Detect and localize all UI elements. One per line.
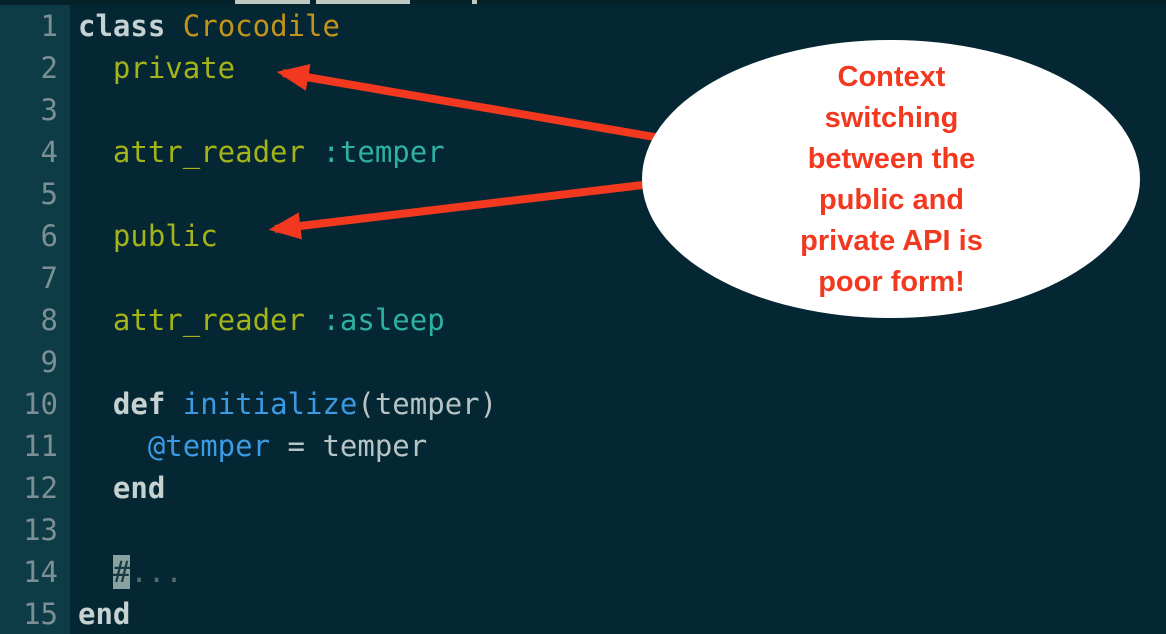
tab-bar-sliver <box>0 0 1166 5</box>
line-number: 11 <box>23 429 58 463</box>
code-text: @temper = temper <box>147 429 428 463</box>
code-text: def initialize(temper) <box>112 387 498 421</box>
line-number: 13 <box>23 513 58 547</box>
line-number: 5 <box>40 177 58 211</box>
line-number: 7 <box>40 261 58 295</box>
code-line: 6 public <box>0 215 1166 257</box>
code-text: public <box>112 219 218 253</box>
code-line: 5 <box>0 173 1166 215</box>
line-number: 4 <box>40 135 58 169</box>
line-number: 15 <box>23 597 58 631</box>
line-number: 2 <box>40 51 58 85</box>
balloon-text-line: private API is <box>800 225 983 257</box>
code-line: 8 attr_reader :asleep <box>0 299 1166 341</box>
line-number: 3 <box>40 93 58 127</box>
balloon-text-line: poor form! <box>818 266 965 298</box>
line-number: 12 <box>23 471 58 505</box>
code-text: end <box>112 471 166 505</box>
code-line: 14 #... <box>0 551 1166 593</box>
code-line: 15 end <box>0 593 1166 634</box>
tab-bottom-edge <box>316 0 410 4</box>
code-line: 13 <box>0 509 1166 551</box>
line-number: 6 <box>40 219 58 253</box>
code-line: 3 <box>0 89 1166 131</box>
code-line: 10 def initialize(temper) <box>0 383 1166 425</box>
line-number: 8 <box>40 303 58 337</box>
code-line: 1 class Crocodile <box>0 5 1166 47</box>
code-line: 12 end <box>0 467 1166 509</box>
line-number-gutter <box>0 5 70 634</box>
tab-bottom-edge <box>235 0 310 4</box>
code-editor-area[interactable]: 1 class Crocodile 2 private 3 4 attr_reader … <box>0 5 1166 634</box>
code-text <box>70 89 78 131</box>
code-text: end <box>78 597 131 631</box>
code-text <box>70 509 78 551</box>
tab-bottom-edge <box>472 0 477 4</box>
balloon-text-line: public and <box>819 184 964 216</box>
line-number: 14 <box>23 555 58 589</box>
code-text <box>70 173 78 215</box>
balloon-text-line: Context <box>837 61 946 93</box>
balloon-text-line: between the <box>807 143 976 175</box>
code-text: attr_reader :asleep <box>112 303 445 337</box>
code-text: private <box>112 51 236 85</box>
code-text <box>70 341 78 383</box>
balloon-text-line: switching <box>824 102 959 134</box>
line-number: 9 <box>40 345 58 379</box>
code-text <box>70 257 78 299</box>
code-line: 11 @temper = temper <box>0 425 1166 467</box>
code-line: 2 private <box>0 47 1166 89</box>
line-number: 1 <box>40 9 58 43</box>
code-text: attr_reader :temper <box>112 135 445 169</box>
code-line: 7 <box>0 257 1166 299</box>
line-number: 10 <box>23 387 58 421</box>
code-text: #... <box>112 555 183 589</box>
code-text: class Crocodile <box>78 9 340 43</box>
balloon-annotation-text: Context switching between the public and pri… <box>643 41 1140 319</box>
code-line: 9 <box>0 341 1166 383</box>
